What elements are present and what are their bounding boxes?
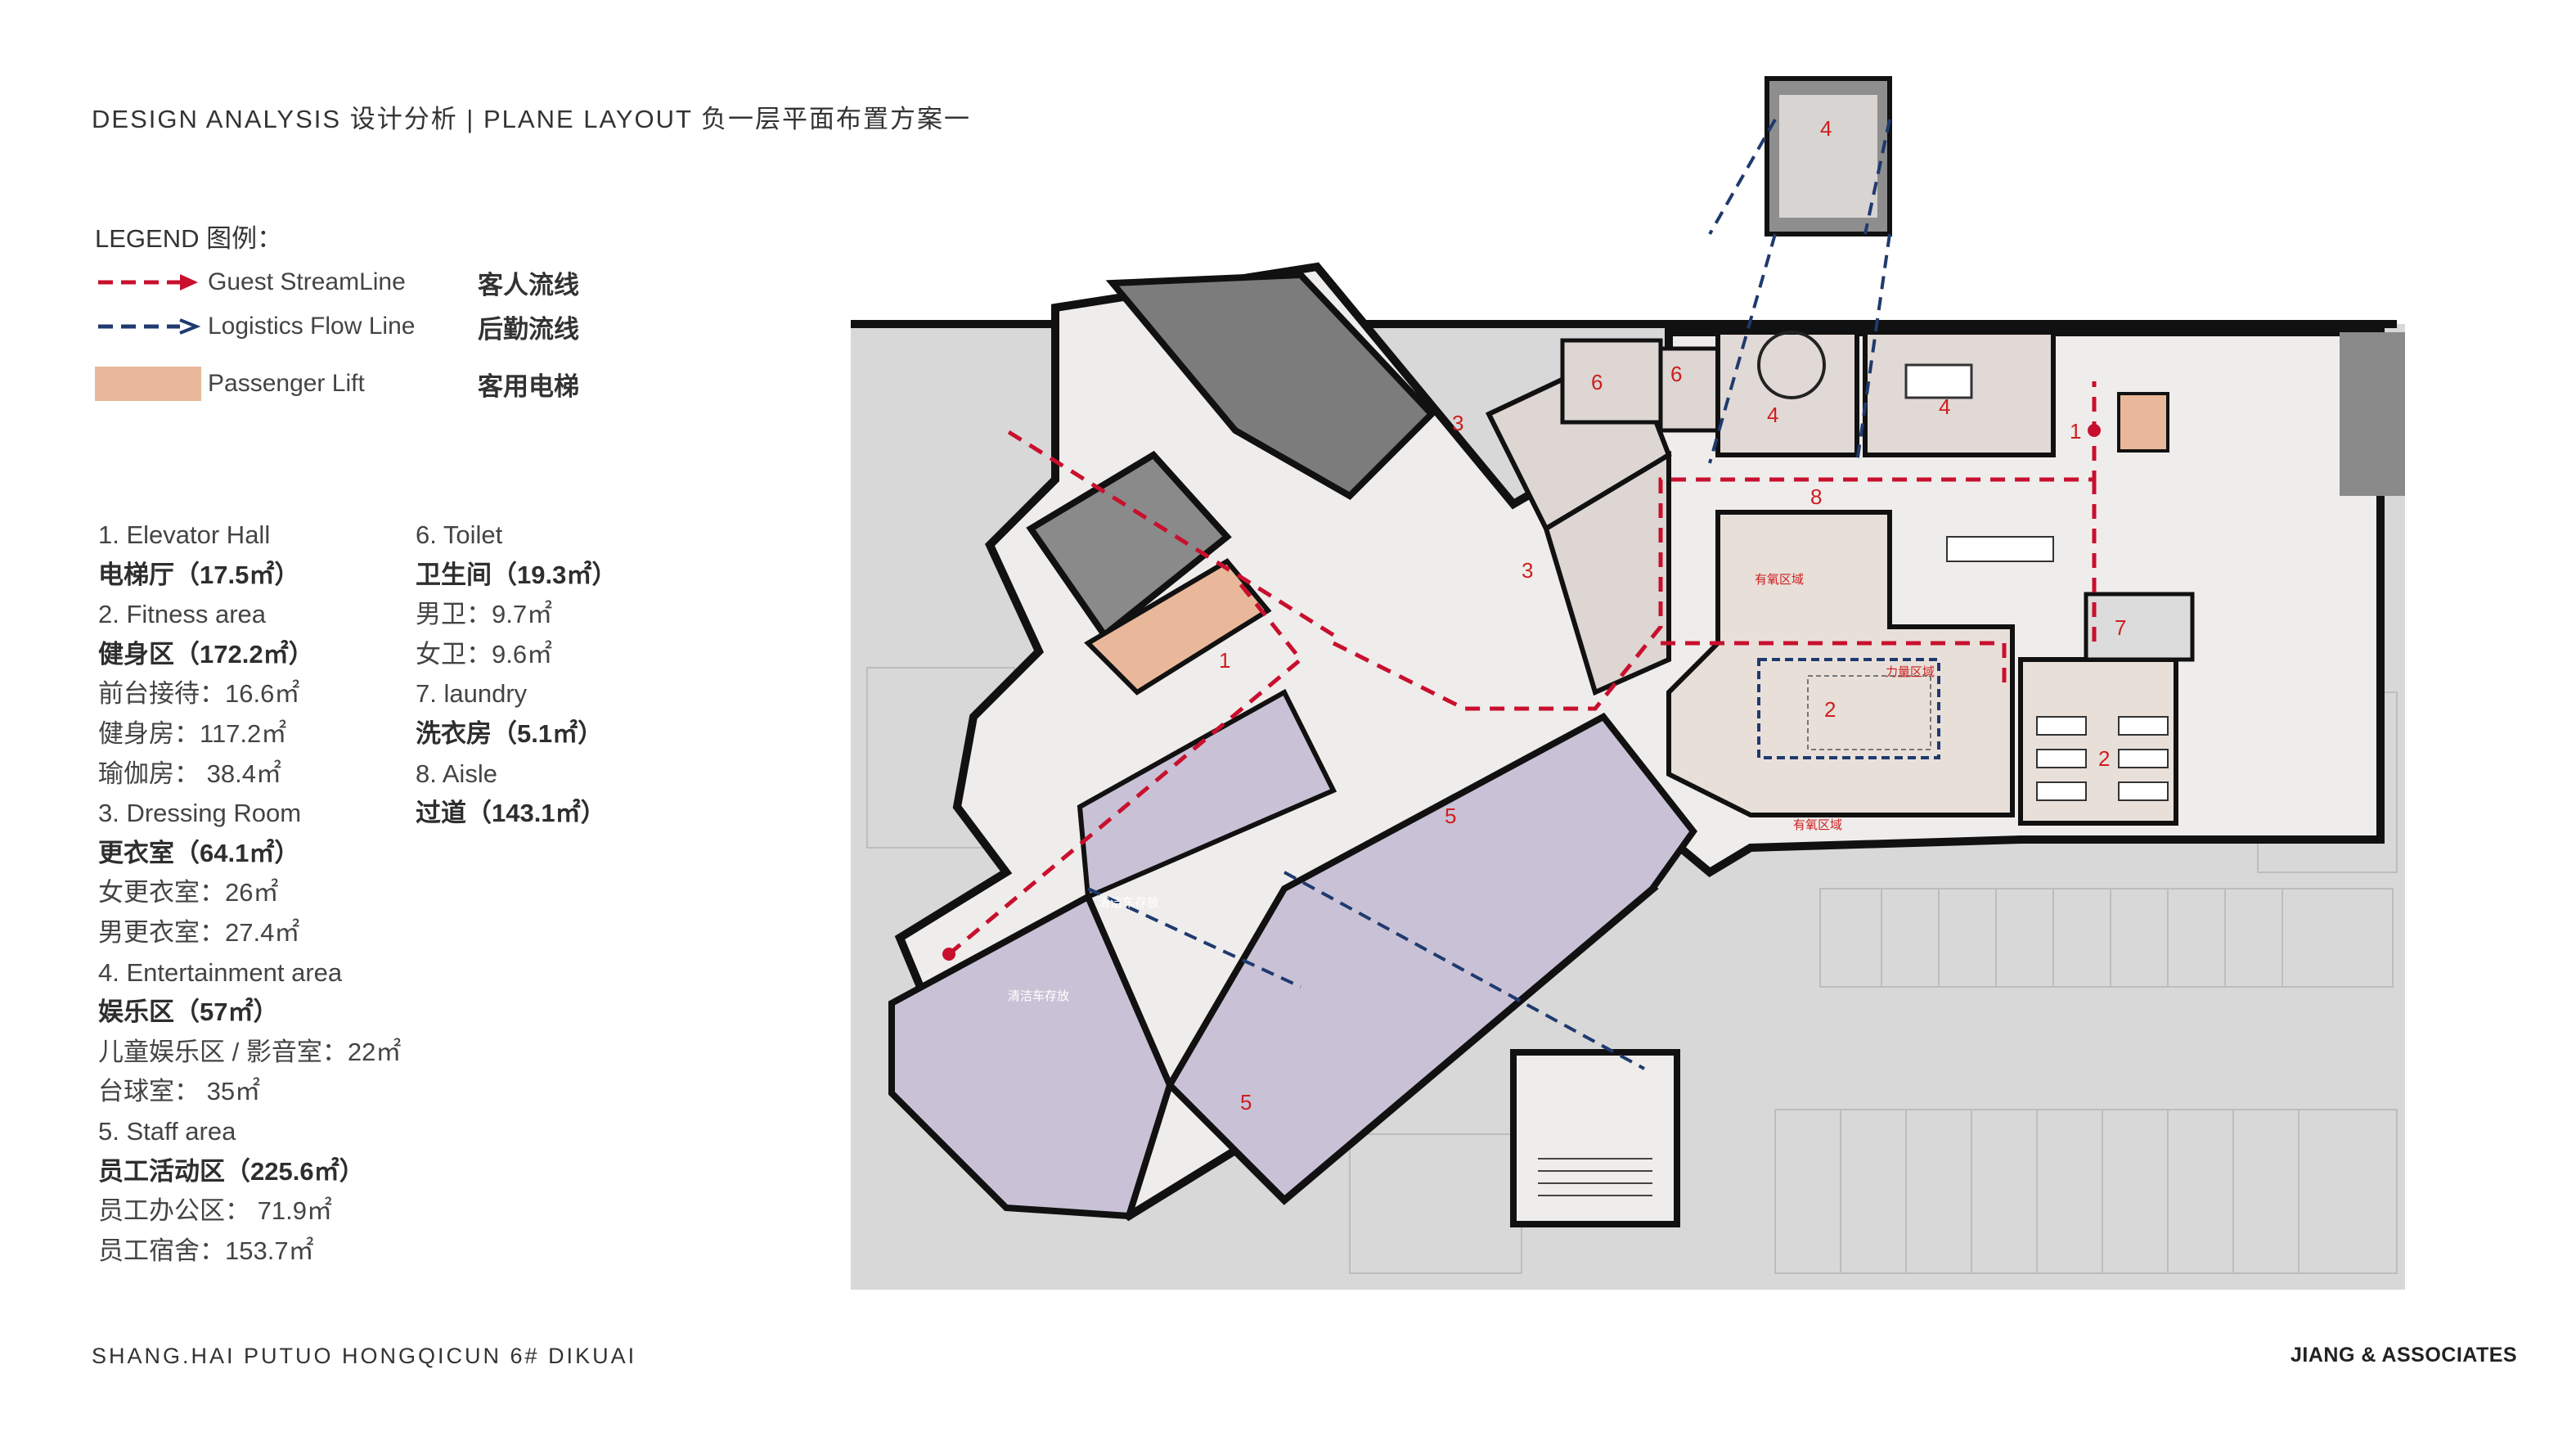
legend-guest-en: Guest StreamLine [208, 268, 406, 295]
area-line: 1. Elevator Hall [98, 520, 271, 549]
svg-text:有氧区域: 有氧区域 [1793, 817, 1842, 832]
area-line: 5. Staff area [98, 1116, 236, 1146]
fitness-area [1666, 510, 2015, 817]
area-line: 过道（143.1㎡） [416, 799, 606, 828]
legend-logistics-flow: Logistics Flow Line 后勤流线 [95, 306, 579, 347]
legend-guest-streamline: Guest StreamLine 客人流线 [95, 262, 579, 303]
legend-passenger-lift: Passenger Lift 客用电梯 [95, 363, 579, 404]
legend-lift-en: Passenger Lift [208, 370, 365, 397]
area-line: 儿童娱乐区 / 影音室：22㎡ [98, 1037, 402, 1066]
area-line: 男更衣室：27.4㎡ [98, 917, 300, 947]
area-line: 前台接待：16.6㎡ [98, 679, 300, 709]
area-line: 2. Fitness area [98, 600, 267, 629]
area-line: 卫生间（19.3㎡） [416, 560, 618, 589]
svg-text:1: 1 [2070, 419, 2081, 444]
area-line: 健身区（172.2㎡） [98, 639, 314, 669]
floor-plan: 1 1 2 2 3 3 4 4 4 5 5 6 6 7 8 有氧区域 力量区域 … [851, 76, 2405, 1290]
svg-text:有氧区域: 有氧区域 [1755, 572, 1804, 587]
page-title: DESIGN ANALYSIS 设计分析 | PLANE LAYOUT 负一层平… [92, 105, 972, 133]
area-line: 3. Dressing Room [98, 799, 302, 828]
area-line: 女更衣室：26㎡ [98, 878, 279, 907]
area-line: 健身房：117.2㎡ [98, 718, 287, 748]
area-line: 8. Aisle [416, 759, 497, 788]
area-line: 台球室： 35㎡ [98, 1077, 261, 1106]
svg-text:4: 4 [1939, 394, 1950, 419]
area-line: 女卫：9.6㎡ [416, 639, 553, 669]
project-name: SHANG.HAI PUTUO HONGQICUN 6# DIKUAI [92, 1344, 637, 1368]
legend-logistics-cn: 后勤流线 [478, 314, 579, 344]
area-line: 员工宿舍：153.7㎡ [98, 1236, 314, 1265]
logistics-flow [1087, 119, 1891, 1070]
svg-text:5: 5 [1240, 1090, 1252, 1115]
svg-text:7: 7 [2115, 615, 2126, 640]
firm-name: JIANG & ASSOCIATES [2291, 1344, 2518, 1367]
logistics-flow-swatch [98, 318, 201, 335]
room-numbers: 1 1 2 2 3 3 4 4 4 5 5 6 6 7 8 [1219, 116, 2126, 1115]
svg-text:4: 4 [1820, 116, 1832, 141]
area-line: 男卫：9.7㎡ [416, 600, 553, 629]
area-line: 瑜伽房： 38.4㎡ [98, 759, 281, 788]
area-line: 7. laundry [416, 679, 528, 709]
svg-text:6: 6 [1670, 362, 1682, 386]
svg-text:3: 3 [1522, 558, 1533, 583]
area-line: 更衣室（64.1㎡） [98, 838, 300, 867]
svg-text:力量区域: 力量区域 [1886, 664, 1935, 679]
svg-text:2: 2 [2098, 746, 2110, 771]
area-line: 6. Toilet [416, 520, 503, 549]
svg-text:3: 3 [1452, 411, 1463, 435]
passenger-lift-swatch [95, 367, 201, 401]
legend-logistics-en: Logistics Flow Line [208, 313, 416, 340]
svg-text:8: 8 [1810, 484, 1822, 509]
svg-text:清洁车存放: 清洁车存放 [1008, 988, 1069, 1003]
svg-text:2: 2 [1824, 697, 1836, 722]
svg-text:清洁车存放: 清洁车存放 [1098, 895, 1159, 910]
svg-text:4: 4 [1767, 403, 1778, 427]
legend-title: LEGEND 图例： [95, 224, 283, 253]
svg-text:1: 1 [1219, 648, 1230, 673]
area-line: 员工办公区： 71.9㎡ [98, 1196, 332, 1226]
area-line: 电梯厅（17.5㎡） [98, 560, 300, 589]
area-list-left: 1. Elevator Hall 电梯厅（17.5㎡） 2. Fitness a… [98, 516, 401, 1271]
guest-streamline [947, 381, 2097, 956]
svg-text:6: 6 [1591, 370, 1603, 394]
area-list-right: 6. Toilet 卫生间（19.3㎡） 男卫：9.7㎡ 女卫：9.6㎡ 7. … [416, 516, 617, 834]
area-line: 洗衣房（5.1㎡） [416, 718, 604, 748]
guest-streamline-swatch [98, 274, 198, 290]
legend-guest-cn: 客人流线 [478, 270, 579, 299]
zone-labels: 有氧区域 力量区域 有氧区域 清洁车存放 清洁车存放 [1008, 572, 1935, 1003]
area-line: 娱乐区（57㎡） [98, 997, 279, 1027]
area-line: 4. Entertainment area [98, 957, 343, 987]
svg-text:5: 5 [1445, 804, 1456, 828]
area-line: 员工活动区（225.6㎡） [98, 1156, 365, 1186]
legend-lift-cn: 客用电梯 [478, 372, 579, 401]
